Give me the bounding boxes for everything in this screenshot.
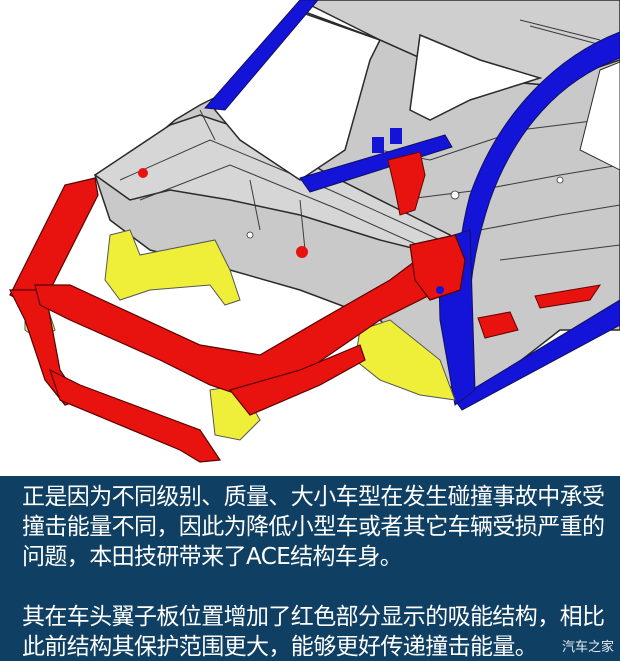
red-lower-member-right bbox=[228, 344, 366, 416]
windshield-opening bbox=[214, 11, 382, 181]
autohome-watermark: 汽车之家 bbox=[561, 640, 614, 655]
red-dot-2 bbox=[296, 246, 308, 258]
blue-hole-on-red bbox=[436, 286, 444, 294]
blue-bracket-2 bbox=[390, 128, 402, 144]
caption-line: 其在车头翼子板位置增加了红色部分显示的吸能结构，相比 bbox=[22, 604, 605, 630]
yellow-apron-left bbox=[104, 229, 241, 306]
panel-detail-lines bbox=[119, 19, 620, 261]
caption-paragraph-1: 正是因为不同级别、质量、大小车型在发生碰撞事故中承受 撞击能量不同，因此为降低小… bbox=[22, 482, 612, 572]
caption-line: 问题，本田技研带来了ACE结构车身。 bbox=[22, 544, 403, 570]
red-floor-part-2 bbox=[477, 311, 519, 339]
body-in-white-drawing bbox=[9, 0, 620, 463]
car-body-structure-illustration bbox=[9, 0, 620, 463]
caption-line: 撞击能量不同，因此为降低小型车或者其它车辆受损严重的 bbox=[22, 514, 605, 540]
red-inner-brace bbox=[387, 151, 426, 216]
caption-line: 此前结构其保护范围更大，能够更好传递撞击能量。 bbox=[22, 634, 538, 660]
blue-bracket-1 bbox=[372, 137, 384, 153]
rear-opening bbox=[579, 61, 620, 171]
red-lower-cross bbox=[48, 368, 222, 463]
red-dot-1 bbox=[138, 168, 148, 178]
paragraph-spacer bbox=[22, 572, 612, 602]
side-window-opening bbox=[409, 33, 543, 121]
red-gusset bbox=[409, 234, 466, 301]
red-floor-part-1 bbox=[534, 284, 602, 309]
caption-panel: 正是因为不同级别、质量、大小车型在发生碰撞事故中承受 撞击能量不同，因此为降低小… bbox=[0, 476, 620, 661]
caption-line: 正是因为不同级别、质量、大小车型在发生碰撞事故中承受 bbox=[22, 484, 605, 510]
red-front-structure bbox=[9, 177, 466, 463]
blue-a-pillar-left bbox=[203, 0, 319, 111]
caption-paragraph-2: 其在车头翼子板位置增加了红色部分显示的吸能结构，相比 此前结构其保护范围更大，能… bbox=[22, 602, 612, 661]
blue-rocker-sill bbox=[454, 299, 620, 411]
blue-cross-member bbox=[299, 134, 453, 193]
